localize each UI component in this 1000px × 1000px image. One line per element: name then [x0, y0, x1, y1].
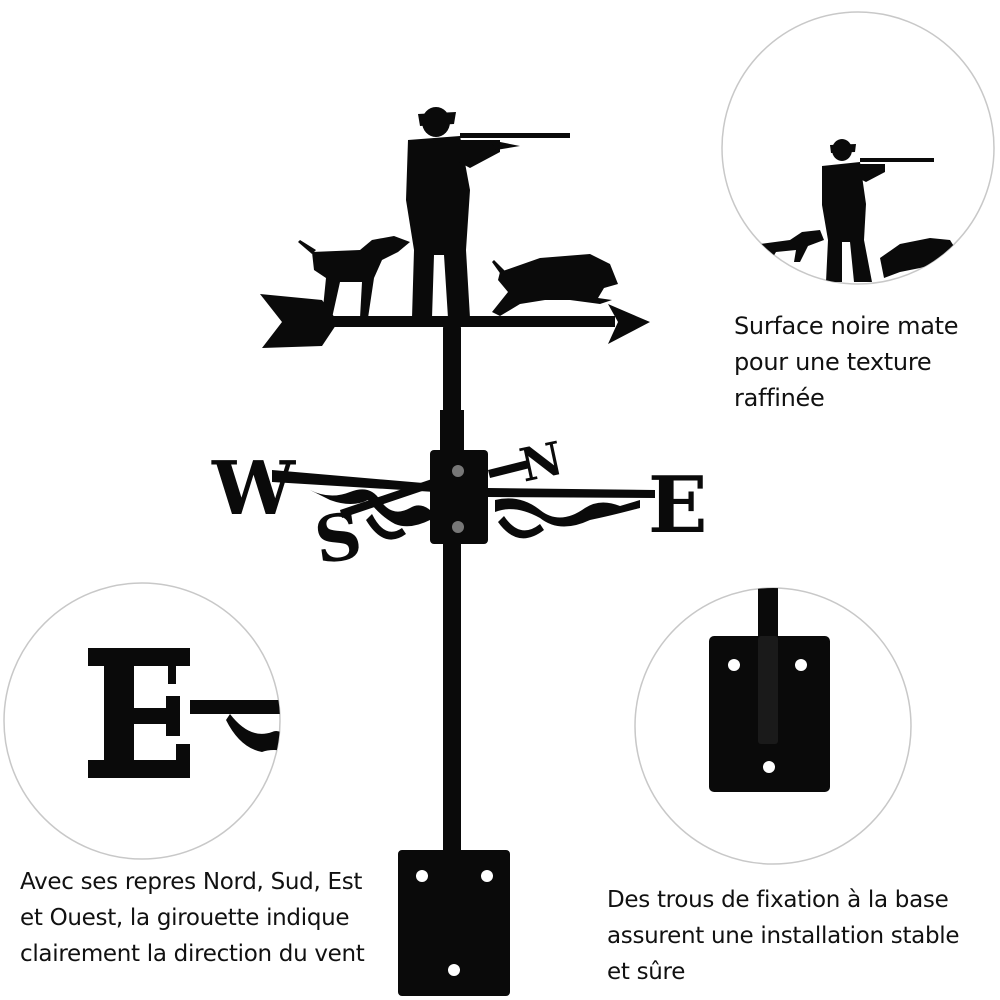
- dog-silhouette: [298, 236, 410, 318]
- detail-circle-letters: [3, 582, 281, 860]
- detail-circle-finish: [721, 11, 995, 285]
- caption-matte-finish: Surface noire mate pour une texture raff…: [734, 308, 959, 416]
- compass-letter-east: E: [648, 460, 707, 551]
- caption-line: assurent une installation stable: [607, 923, 960, 949]
- caption-line: clairement la direction du vent: [20, 941, 365, 967]
- caption-mounting-holes: Des trous de fixation à la base assurent…: [607, 882, 960, 990]
- pole: [443, 325, 461, 865]
- collar-top: [440, 410, 464, 450]
- wind-arrow: [260, 294, 650, 348]
- compass-letter-north: N: [515, 431, 567, 493]
- mounting-hole: [416, 870, 428, 882]
- caption-line: Surface noire mate: [734, 312, 959, 340]
- compass-letter-west: W: [211, 446, 296, 532]
- compass-letter-south: S: [310, 498, 366, 579]
- weathervane: W E N S: [211, 107, 707, 996]
- boar-silhouette: [492, 254, 618, 316]
- caption-line: et sûre: [607, 959, 686, 985]
- caption-line: raffinée: [734, 384, 825, 412]
- caption-compass-directions: Avec ses repres Nord, Sud, Est et Ouest,…: [20, 864, 365, 972]
- detail-circle-mounting-holes: [634, 587, 912, 865]
- screw-icon: [452, 521, 464, 533]
- caption-line: et Ouest, la girouette indique: [20, 905, 350, 931]
- compass-arms: [272, 460, 655, 540]
- caption-line: pour une texture: [734, 348, 932, 376]
- compass-hub: [430, 450, 488, 544]
- mounting-plate: [398, 850, 510, 996]
- hunter-silhouette: [406, 107, 570, 318]
- mounting-hole: [448, 964, 460, 976]
- caption-line: Avec ses repres Nord, Sud, Est: [20, 869, 363, 895]
- mounting-hole: [481, 870, 493, 882]
- caption-line: Des trous de fixation à la base: [607, 887, 949, 913]
- screw-icon: [452, 465, 464, 477]
